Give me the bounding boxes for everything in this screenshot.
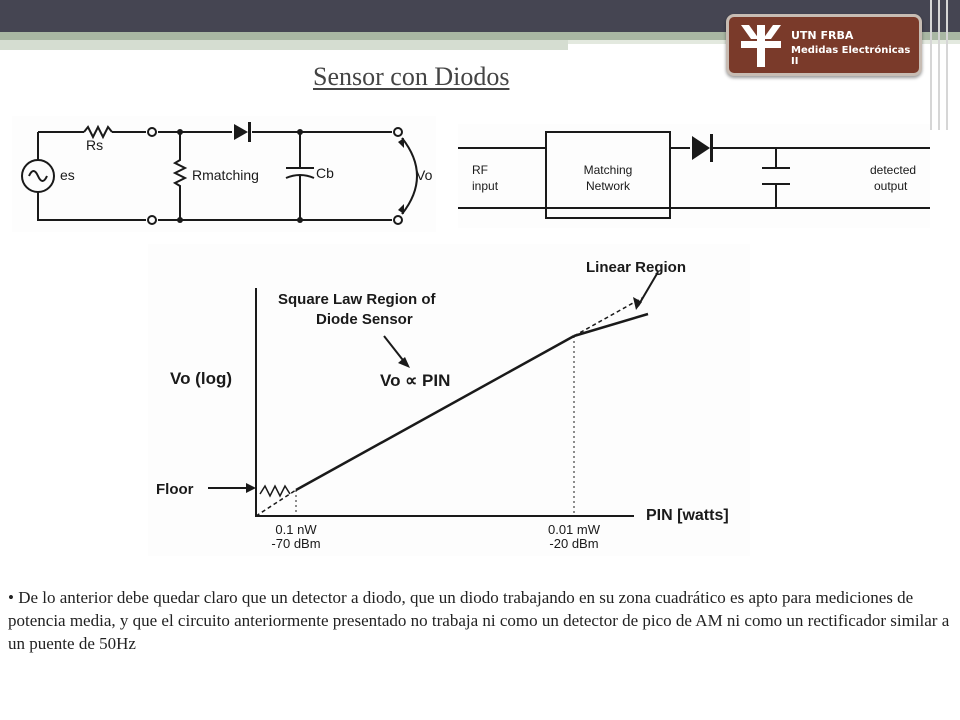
bullet-paragraph: • De lo anterior debe quedar claro que u… xyxy=(8,588,950,653)
linear-region-arrow xyxy=(637,271,659,307)
linear-region-label: Linear Region xyxy=(586,259,686,276)
es-label: es xyxy=(60,167,75,183)
logo-title: UTN FRBA xyxy=(791,29,854,42)
square-law-extension-dashed xyxy=(573,297,643,337)
logo-subtitle: Medidas Electrónicas II xyxy=(791,45,911,67)
tick-minus-70-dbm: -70 dBm xyxy=(271,536,320,551)
tick-0-1-nw: 0.1 nW xyxy=(275,522,317,537)
utn-logo-badge: UTN FRBA Medidas Electrónicas II xyxy=(726,14,922,76)
tick-minus-20-dbm: -20 dBm xyxy=(549,536,598,551)
rmatching-label: Rmatching xyxy=(192,167,259,183)
utn-emblem-icon xyxy=(741,25,781,67)
floor-extension-dashed xyxy=(255,489,297,517)
slide-title: Sensor con Diodos xyxy=(313,62,510,91)
detected-label: detected xyxy=(870,163,916,177)
decorative-lines xyxy=(928,0,952,130)
square-law-line xyxy=(295,334,575,492)
rs-label: Rs xyxy=(86,137,103,153)
matching-network-block-diagram: RF input Matching Network detected outpu… xyxy=(458,124,930,228)
rf-label: RF xyxy=(472,163,488,177)
tick-0-01-mw: 0.01 mW xyxy=(548,522,601,537)
network-label: Network xyxy=(586,179,631,193)
output-label: output xyxy=(874,179,908,193)
tick-guides xyxy=(295,336,575,516)
y-axis-label: Vo (log) xyxy=(170,369,232,388)
vo-label: Vo xyxy=(416,167,433,183)
diode-response-graph: Vo (log) PIN [watts] Linear Region Squar… xyxy=(148,244,750,556)
matching-label: Matching xyxy=(584,163,633,177)
sensor-circuit-diagram: Rs es Rmatching Cb Vo xyxy=(12,116,436,232)
diode-sensor-label: Diode Sensor xyxy=(316,311,413,328)
floor-label: Floor xyxy=(156,481,194,498)
accent-stripe-light xyxy=(0,40,568,50)
accent-stripe xyxy=(0,32,960,40)
input-label: input xyxy=(472,179,499,193)
x-axis-label: PIN [watts] xyxy=(646,507,729,524)
cb-label: Cb xyxy=(316,165,334,181)
square-law-label: Square Law Region of xyxy=(278,291,437,308)
linear-region-line xyxy=(573,312,649,338)
noise-floor-squiggle xyxy=(259,484,291,498)
proportional-label: Vo ∝ PIN xyxy=(380,371,450,390)
